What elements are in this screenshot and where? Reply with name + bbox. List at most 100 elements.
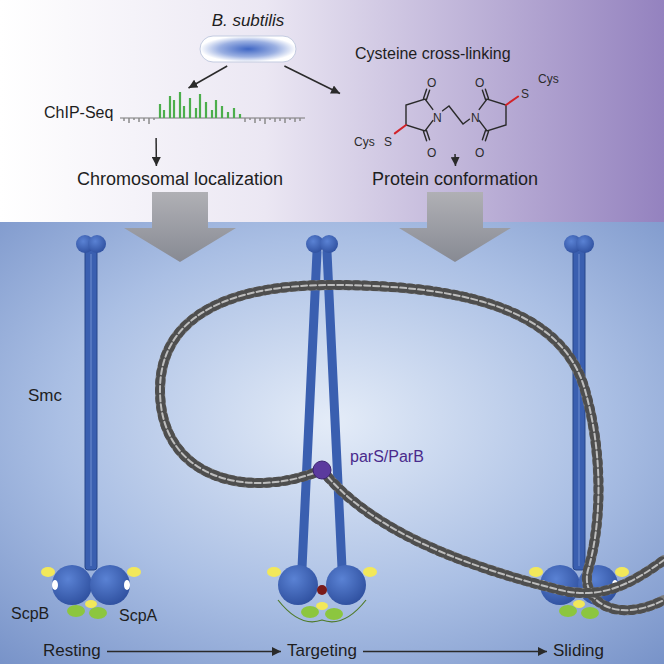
crosslinker-structure <box>406 99 433 131</box>
smc-resting <box>52 565 92 605</box>
process-arrow <box>399 192 511 262</box>
crosslinker-structure <box>485 132 488 141</box>
smc-targeting <box>327 252 342 568</box>
label-holder: Cys <box>538 69 559 87</box>
atom-label: O <box>427 146 436 160</box>
arrow-connector <box>155 138 157 166</box>
smc-targeting <box>267 235 377 622</box>
smc-resting <box>90 565 130 605</box>
crosslinker-structure <box>395 89 518 141</box>
label-holder: N <box>433 108 442 126</box>
smc-targeting <box>363 567 377 577</box>
dna-helix <box>160 285 664 610</box>
dna-helix <box>160 285 664 610</box>
smc-sliding <box>576 235 594 253</box>
part-name: ScpB <box>11 604 49 623</box>
process-arrow <box>124 192 511 262</box>
atom-label: S <box>521 87 529 101</box>
state-label-node: Sliding <box>547 638 611 664</box>
smc-resting <box>67 605 85 617</box>
cell-outline <box>196 34 300 64</box>
label-holder: Cys <box>354 132 375 150</box>
crosslinker-structure <box>427 90 430 99</box>
crosslinker-structure <box>443 106 470 124</box>
result-node: Chromosomal localization <box>71 166 290 194</box>
bottom-panel <box>0 222 664 664</box>
atom-label: O <box>475 76 484 90</box>
smc-resting <box>85 600 97 608</box>
label-holder: S <box>384 132 392 150</box>
chip-seq-track <box>124 118 300 124</box>
label-holder: O <box>475 73 484 91</box>
cell-node: B. subtilis <box>196 8 300 66</box>
smc-resting <box>41 235 141 619</box>
part-name: Smc <box>28 386 62 406</box>
arrow-connector <box>284 66 340 94</box>
smc-targeting <box>267 567 281 577</box>
smc-targeting <box>302 252 317 568</box>
smc-sliding <box>581 607 599 619</box>
label-holder: S <box>521 84 529 102</box>
smc-resting <box>88 235 106 253</box>
label-holder: O <box>427 73 436 91</box>
atom-label: O <box>475 146 484 160</box>
process-arrow <box>124 192 236 262</box>
parb-dot <box>313 461 331 479</box>
smc-targeting <box>278 600 366 622</box>
smc-targeting <box>326 565 366 605</box>
atom-label: N <box>471 111 480 125</box>
smc-targeting <box>278 565 318 605</box>
node-text: Protein conformation <box>372 169 538 191</box>
smc-sliding <box>579 254 580 566</box>
label-holder: ScpA <box>119 606 157 625</box>
smc-resting <box>124 580 130 590</box>
arrow-connector <box>107 651 281 653</box>
crosslinker-structure <box>482 131 485 140</box>
node-text: Targeting <box>287 641 357 661</box>
crosslinker-structure <box>424 89 427 98</box>
smc-targeting <box>317 585 327 595</box>
state-label-node: Targeting <box>281 638 363 664</box>
node-text: Resting <box>43 641 101 661</box>
chip-seq-track <box>160 92 240 118</box>
chip-seq-track <box>120 92 305 124</box>
part-name: ScpA <box>119 606 157 625</box>
crosslinker-structure <box>427 131 430 140</box>
smc-targeting <box>320 235 338 253</box>
smc-targeting <box>301 606 319 618</box>
crosslinker-structure <box>424 132 427 141</box>
atom-label: O <box>427 76 436 90</box>
smc-sliding <box>615 567 629 577</box>
smc-resting <box>52 580 58 590</box>
smc-sliding <box>573 600 585 608</box>
smc-sliding <box>573 250 585 570</box>
arrow-connector <box>363 651 547 653</box>
smc-resting <box>85 250 97 570</box>
node-text: Sliding <box>553 641 604 661</box>
label-holder: N <box>471 108 480 126</box>
arrow-connector <box>454 154 456 166</box>
label-holder: O <box>475 143 484 161</box>
node-text: Cysteine cross-linking <box>355 44 511 63</box>
smc-sliding <box>529 567 543 577</box>
dna-helix <box>160 285 664 610</box>
node-text: Chromosomal localization <box>77 169 283 191</box>
smc-sliding <box>559 605 577 617</box>
atom-label: Cys <box>538 72 559 86</box>
dna-helix <box>322 470 664 593</box>
node-text: B. subtilis <box>212 11 285 31</box>
top-band <box>0 0 664 222</box>
crosslinker-structure <box>395 125 406 133</box>
label-holder: Smc <box>28 386 62 406</box>
result-node: Protein conformation <box>366 166 545 194</box>
atom-label: Cys <box>354 135 375 149</box>
method-node: ChIP-Seq <box>40 88 310 138</box>
crosslinker-structure <box>485 89 488 98</box>
label-holder: parS/ParB <box>350 447 424 466</box>
label-holder: O <box>427 143 436 161</box>
crosslinker-structure <box>482 90 485 99</box>
smc-sliding <box>529 235 629 619</box>
